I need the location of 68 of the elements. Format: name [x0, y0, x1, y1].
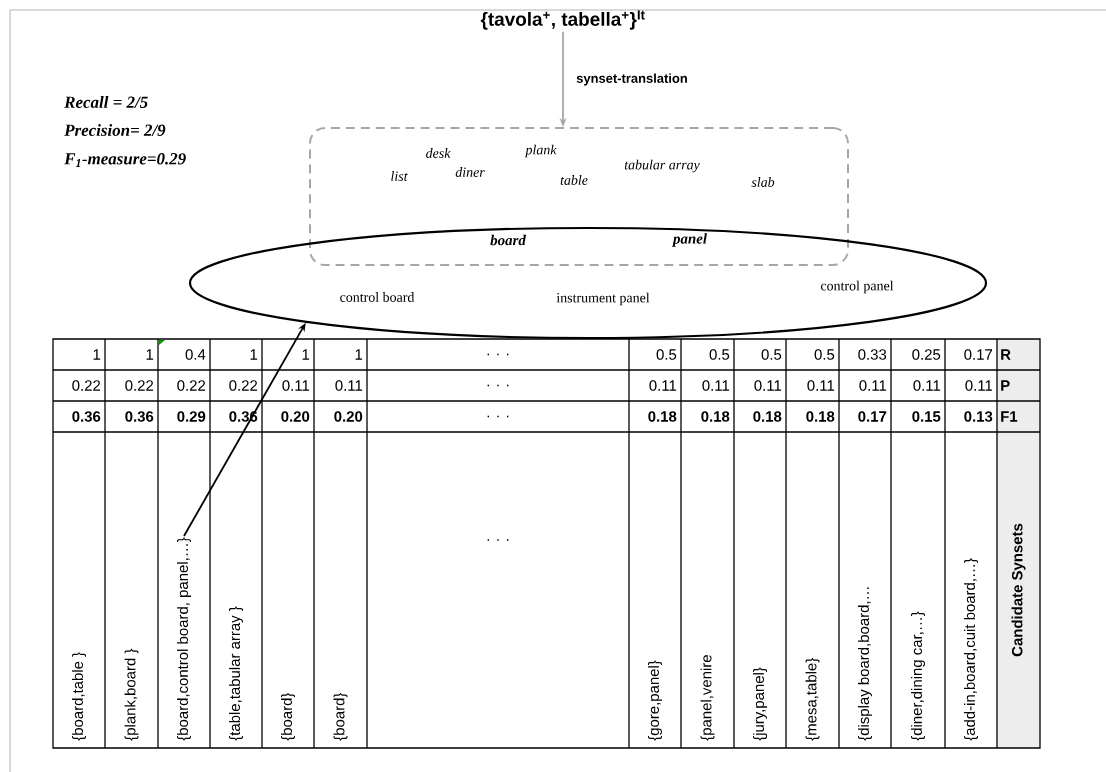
cell-text: {diner,dining car,…} [911, 611, 925, 741]
word-label: panel [671, 233, 707, 247]
cell-value: 0.18 [701, 411, 730, 422]
cell-value: 0.11 [965, 380, 993, 391]
word-label: diner [455, 167, 485, 177]
cell-value: 0.18 [648, 411, 677, 422]
cell-value: 0.4 [185, 349, 206, 360]
cell-value: 0.11 [807, 380, 835, 391]
cell-value: 0.13 [964, 411, 993, 422]
cell-value: 0.11 [754, 380, 782, 391]
cell-text: {add-in,board,cuit board,…} [964, 558, 978, 741]
cell-value: 0.11 [702, 380, 730, 391]
metric-text: Precision= 2/9 [64, 124, 166, 136]
cell-text: {board,table } [72, 652, 86, 741]
cell-text: {table,tabular array } [229, 606, 243, 741]
metric-text: Recall = 2/5 [64, 96, 148, 108]
metric-text: F$_{1}$-measure=0.29 [64, 153, 186, 167]
word-label: slab [751, 177, 775, 187]
cell-value: 1 [93, 349, 101, 360]
cell-value: 0.36 [72, 411, 101, 422]
cell-value: 0.22 [229, 380, 258, 391]
ellipsis-text: . . . [487, 415, 509, 418]
row-header: F1 [1001, 411, 1018, 422]
row-header: R [1001, 349, 1011, 360]
term-label: control panel [820, 280, 894, 294]
cell-text: {board} [333, 692, 348, 741]
cell-value: 0.18 [753, 411, 782, 422]
cell-text: {display board,board,… [858, 587, 872, 741]
cell-value: 1 [146, 349, 154, 360]
ellipsis-text: . . . [487, 384, 509, 387]
cell-value: 0.36 [125, 411, 154, 422]
row-header: P [1001, 380, 1010, 391]
cell-text: {gore,panel} [648, 660, 662, 741]
term-label: instrument panel [556, 292, 650, 306]
cell-value: 0.15 [912, 411, 941, 422]
word-label: list [391, 171, 408, 181]
cell-text: {board,control board, panel,…} [177, 537, 191, 741]
ellipsis-text: . . . [487, 539, 509, 541]
word-label: table [560, 175, 588, 185]
cell-value: 0.22 [177, 380, 206, 391]
cell-value: 0.20 [281, 411, 310, 422]
cell-value: 0.11 [282, 380, 310, 391]
term-label: control board [340, 292, 415, 302]
word-label: board [490, 234, 527, 246]
cell-value: 0.22 [125, 380, 154, 391]
cell-text: {panel,venire [700, 655, 715, 741]
cell-value: 0.17 [858, 411, 887, 422]
title-text: {tavola$^{+}$, tabella$^{+}$}$^{It}$ [480, 10, 645, 30]
cell-value: 0.20 [334, 411, 363, 422]
cell-text: {board} [281, 692, 295, 741]
word-label: plank [524, 144, 557, 158]
cell-value: 0.22 [72, 380, 101, 391]
cell-value: 0.11 [335, 380, 363, 391]
cell-value: 0.17 [964, 349, 993, 360]
cell-value: 0.18 [806, 411, 835, 422]
edge-label: synset-translation [576, 73, 687, 86]
word-label: tabular array [624, 159, 700, 173]
word-label: desk [426, 148, 451, 158]
cell-value: 0.29 [177, 411, 206, 422]
cell-value: 0.11 [913, 380, 941, 391]
cell-text: {jury,panel} [753, 667, 767, 741]
cell-value: 0.11 [859, 380, 887, 391]
cell-value: 0.11 [649, 380, 677, 391]
cell-text: {plank,board } [124, 648, 139, 741]
cell-value: 1 [302, 349, 310, 360]
ellipsis-text: . . . [487, 353, 509, 356]
cell-text: {mesa,table} [805, 658, 820, 741]
column-header: Candidate Synsets [1011, 523, 1026, 657]
